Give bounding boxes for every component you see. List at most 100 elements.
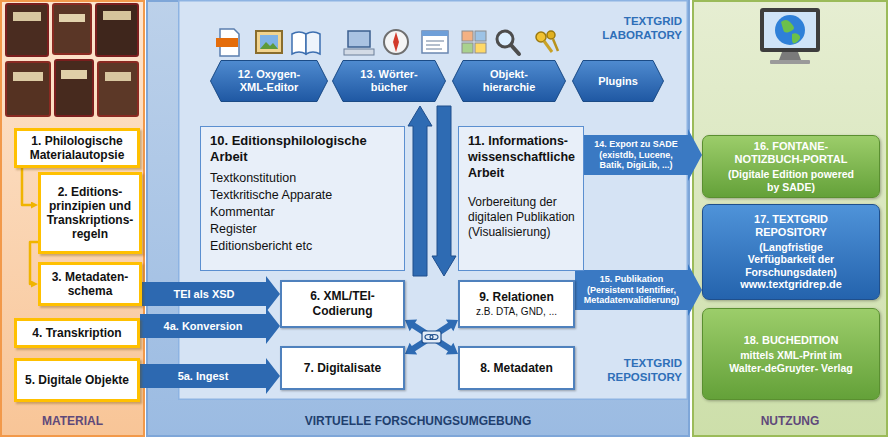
repository-box: 8. Metadaten	[458, 346, 575, 390]
region-title: TEXTGRID REPOSITORY	[590, 356, 682, 384]
arrow-label: 14. Export zu SADE (existdb, Lucene, Bat…	[587, 139, 685, 171]
repository-box: 6. XML/TEI- Codierung	[280, 280, 405, 328]
work-text: Register	[210, 221, 257, 238]
notebook-cover	[6, 62, 50, 116]
output-box: 18. BUCHEDITIONmittels XML-Print im Walt…	[702, 308, 880, 400]
grid-icon-cell	[462, 31, 473, 41]
repository-label: 7. Digitalisate	[304, 361, 381, 376]
lab-repository-arrows	[408, 106, 456, 276]
monitor-screen	[764, 12, 816, 48]
step-connector	[22, 168, 31, 205]
step-box: 2. Editions- prinzipien und Transkriptio…	[38, 172, 142, 254]
step-box: 5. Digitale Objekte	[14, 358, 140, 402]
computer-icon-base	[344, 49, 374, 55]
panel-title: NUTZUNG	[761, 414, 820, 428]
label-holder: 14. Export zu SADE (existdb, Lucene, Bat…	[587, 139, 685, 171]
magnifier-handle	[511, 45, 519, 54]
book-icon	[306, 32, 320, 54]
notebook-cover	[55, 60, 93, 116]
key-icon	[536, 32, 546, 42]
grid-icon-cell	[462, 43, 473, 53]
repository-label: 8. Metadaten	[480, 361, 553, 376]
material-panel-ground	[1, 1, 144, 436]
key-icon-shaft	[553, 39, 558, 51]
step-box: 3. Metadaten- schema	[38, 262, 142, 306]
output-box: 16. FONTANE- NOTIZBUCH-PORTAL(Digitale E…	[702, 135, 880, 198]
work-box: 11. Informations- wissenschaftliche Arbe…	[458, 126, 584, 271]
notebook-label	[13, 12, 41, 21]
tool-chevron: 13. Wörter- bücher	[332, 60, 446, 102]
work-text: Textkritische Apparate	[210, 187, 332, 204]
arrow-label: 4a. Konversion	[143, 320, 263, 333]
arrow-label: TEI als XSD	[145, 288, 263, 301]
notebook-label	[59, 14, 85, 22]
output-text: 17. TEXTGRID REPOSITORY	[727, 213, 855, 239]
tool-label: 13. Wörter- bücher	[346, 68, 432, 94]
output-text: 16. FONTANE- NOTIZBUCH-PORTAL	[725, 140, 857, 166]
image-icon	[256, 31, 282, 53]
output-text: (Langfristige Verfügbarkeit der Forschun…	[727, 241, 855, 279]
key-icon	[547, 31, 555, 39]
notebook-label	[61, 70, 87, 79]
arrow-label: 15. Publikation (Persistent Identifier, …	[578, 274, 685, 306]
computer-icon	[348, 31, 370, 47]
output-box: 17. TEXTGRID REPOSITORY(Langfristige Ver…	[702, 204, 880, 300]
repository-label: 6. XML/TEI- Codierung	[287, 289, 398, 319]
output-text: mittels XML-Print im Walter-deGruyter- V…	[727, 349, 855, 374]
step-label: 5. Digitale Objekte	[25, 373, 129, 387]
arrow-label: 5a. Ingest	[143, 370, 263, 383]
label-holder: TEI als XSD	[145, 288, 263, 301]
chevron-outline	[211, 61, 328, 102]
repository-label: 9. Relationen	[479, 290, 554, 305]
key-icon-shaft	[544, 41, 552, 52]
step-label: 1. Philologische Materialautopsie	[20, 134, 134, 162]
usage-panel-ground	[693, 1, 887, 436]
flow-arrow	[575, 264, 702, 316]
globe-land	[781, 20, 800, 43]
book-icon	[292, 32, 306, 54]
textgrid-region-ground	[179, 1, 688, 400]
tool-label: Plugins	[598, 75, 638, 88]
region-title: TEXTGRID LABORATORY	[590, 14, 682, 42]
step-label: 4. Transkription	[32, 326, 121, 340]
window-icon	[422, 31, 448, 53]
step-label: 3. Metadaten- schema	[44, 270, 136, 298]
work-text: Vorbereitung der digitalen Publikation (…	[468, 195, 577, 240]
window-icon-lines	[426, 41, 444, 49]
flow-arrow	[584, 129, 702, 181]
output-text: (Digitale Edition powered by SADE)	[725, 168, 857, 193]
panel-title: MATERIAL	[42, 414, 103, 428]
step-box: 1. Philologische Materialautopsie	[14, 128, 140, 168]
image-icon-hill	[260, 42, 278, 49]
notebook-label	[103, 11, 131, 20]
link-arrow	[405, 320, 458, 355]
step-connector	[30, 242, 38, 284]
monitor-base	[770, 60, 810, 64]
notebook-cover	[53, 4, 91, 54]
window-icon-bar	[422, 31, 448, 36]
globe	[775, 15, 805, 45]
repository-box: 7. Digitalisate	[280, 346, 405, 390]
work-text: Editionsbericht etc	[210, 238, 312, 255]
compass-needle	[393, 32, 399, 52]
notebook-cover	[96, 4, 138, 56]
toolbar-icons	[216, 29, 558, 56]
notebook-cover	[98, 62, 138, 116]
link-icon-ring	[430, 335, 438, 340]
compass-icon	[384, 30, 408, 54]
work-text: Textkonstitution	[210, 170, 296, 187]
flow-arrow	[140, 308, 280, 344]
monitor-icon	[760, 8, 820, 64]
tool-chevron: 12. Oxygen- XML-Editor	[210, 60, 328, 102]
textgrid-region: TEXTGRID LABORATORY TEXTGRID REPOSITORY 12…	[178, 0, 688, 400]
panel-title: VIRTUELLE FORSCHUNGSUMGEBUNG	[305, 414, 532, 428]
tool-chevron: Plugins	[572, 60, 664, 102]
down-arrow	[432, 106, 456, 276]
label-holder: 5a. Ingest	[143, 370, 263, 383]
label-holder: 15. Publikation (Persistent Identifier, …	[578, 274, 685, 306]
xml-icon-band	[216, 38, 238, 47]
chevron-outline	[453, 61, 566, 102]
flow-arrow	[140, 358, 280, 394]
image-icon-sky	[260, 35, 278, 49]
